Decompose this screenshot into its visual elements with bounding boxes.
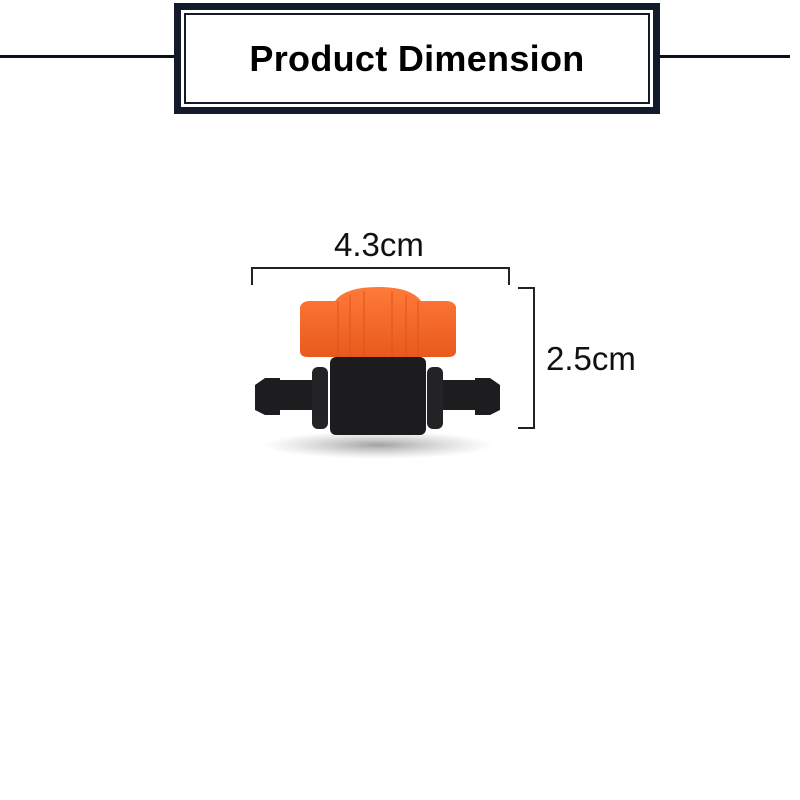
- right-rule: [658, 55, 790, 58]
- title-frame: Product Dimension: [174, 3, 660, 114]
- product-image-valve: [250, 285, 505, 460]
- width-bracket: [251, 267, 510, 285]
- title-inner-frame: Product Dimension: [184, 13, 650, 104]
- width-dimension-label: 4.3cm: [334, 226, 424, 263]
- left-rule: [0, 55, 176, 58]
- height-dimension-label: 2.5cm: [546, 340, 636, 377]
- height-bracket: [518, 287, 535, 429]
- page-title: Product Dimension: [249, 37, 585, 79]
